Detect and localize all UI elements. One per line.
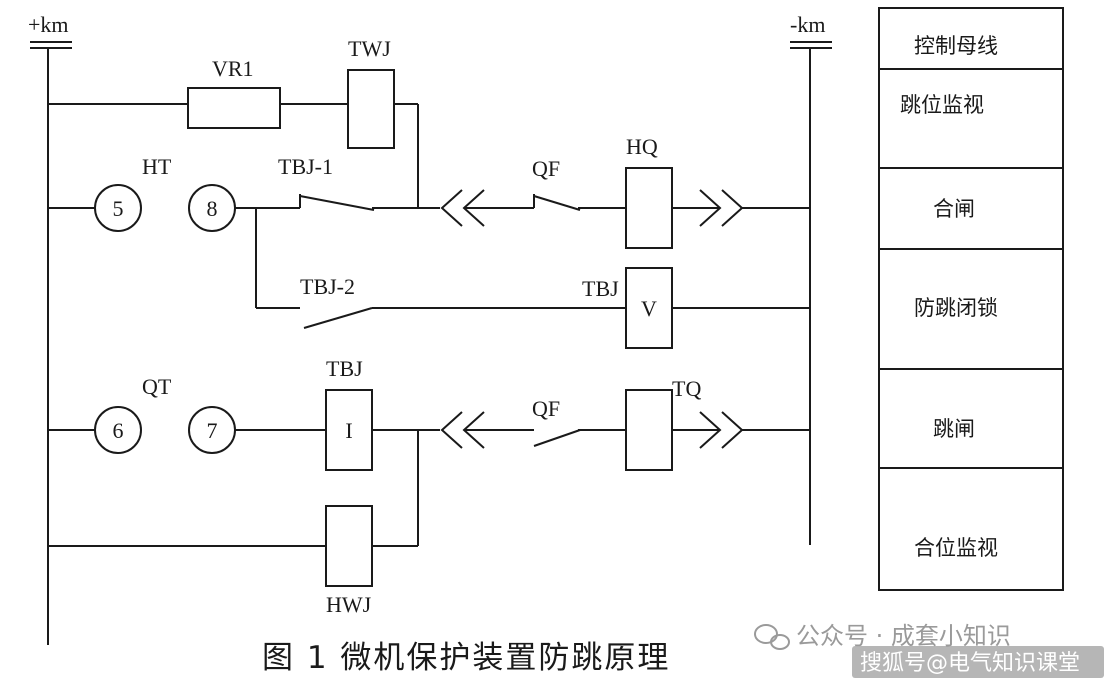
- negative-bus: -km: [790, 12, 832, 545]
- legend-cell-control-bus: 控制母线: [914, 34, 998, 58]
- figure-caption: 图 1 微机保护装置防跳原理: [262, 640, 670, 676]
- qf-close-contact: [533, 195, 581, 211]
- legend-cell-close: 合闸: [933, 197, 975, 221]
- wechat-icon: [754, 624, 790, 650]
- qf-close-label: QF: [532, 156, 560, 181]
- legend-cell-anti-pump: 防跳闭锁: [914, 296, 998, 320]
- vr1-label: VR1: [212, 56, 254, 81]
- qt-label: QT: [142, 374, 172, 399]
- twj-relay: [347, 69, 395, 149]
- tbj-current-label: TBJ: [326, 356, 363, 381]
- tbj2-contact: [303, 307, 373, 329]
- vr1-resistor: [187, 87, 281, 129]
- terminal-5-label: 5: [113, 196, 124, 221]
- wechat-watermark: 公众号 · 成套小知识: [754, 622, 1011, 650]
- plug-left-close-1: [440, 189, 463, 227]
- tbj-voltage-coil-mark: V: [641, 296, 657, 321]
- tbj-voltage-label: TBJ: [582, 276, 619, 301]
- plug-left-trip-1: [440, 411, 463, 449]
- row-trip-position-monitor: VR1 TWJ: [48, 36, 419, 208]
- tq-coil: [625, 389, 673, 471]
- ht-label: HT: [142, 154, 172, 179]
- negative-bus-label: -km: [790, 12, 825, 37]
- terminal-5: [94, 184, 142, 232]
- tq-label: TQ: [672, 376, 701, 401]
- function-legend-table: 控制母线 跳位监视 合闸 防跳闭锁 跳闸 合位监视: [878, 7, 1064, 591]
- terminal-6: [94, 406, 142, 454]
- qf-trip-contact: [533, 429, 581, 447]
- hq-coil: [625, 167, 673, 249]
- twj-label: TWJ: [348, 36, 391, 61]
- legend-cell-close-monitor: 合位监视: [914, 536, 998, 560]
- plug-right-close-2: [721, 189, 744, 227]
- plug-right-trip-1: [699, 411, 722, 449]
- sohu-watermark-text: 搜狐号@电气知识课堂: [860, 651, 1080, 676]
- sohu-watermark: 搜狐号@电气知识课堂: [852, 646, 1104, 678]
- positive-bus-label: +km: [28, 12, 69, 37]
- plug-right-trip-2: [721, 411, 744, 449]
- hwj-label: HWJ: [326, 592, 372, 617]
- plug-right-close-1: [699, 189, 722, 227]
- row-anti-pump-lock: TBJ-2 V TBJ: [255, 208, 810, 349]
- hwj-relay: [325, 505, 373, 587]
- hq-label: HQ: [626, 134, 658, 159]
- tbj1-label: TBJ-1: [278, 154, 333, 179]
- tbj-current-coil-mark: I: [345, 418, 352, 443]
- row-trip: 6 QT 7 I TBJ QF TQ: [48, 356, 810, 471]
- terminal-6-label: 6: [113, 418, 124, 443]
- terminal-8-label: 8: [207, 196, 218, 221]
- row-close-position-monitor: HWJ: [48, 430, 419, 617]
- qf-trip-label: QF: [532, 396, 560, 421]
- positive-bus: +km: [28, 12, 72, 645]
- legend-cell-trip-monitor: 跳位监视: [900, 93, 984, 117]
- terminal-7-label: 7: [207, 418, 218, 443]
- wechat-watermark-text: 公众号 · 成套小知识: [796, 622, 1011, 650]
- row-closing: 5 HT 8 TBJ-1 QF HQ: [48, 134, 810, 249]
- tbj2-label: TBJ-2: [300, 274, 355, 299]
- legend-cell-trip: 跳闸: [933, 417, 975, 441]
- tbj1-contact: [299, 195, 375, 211]
